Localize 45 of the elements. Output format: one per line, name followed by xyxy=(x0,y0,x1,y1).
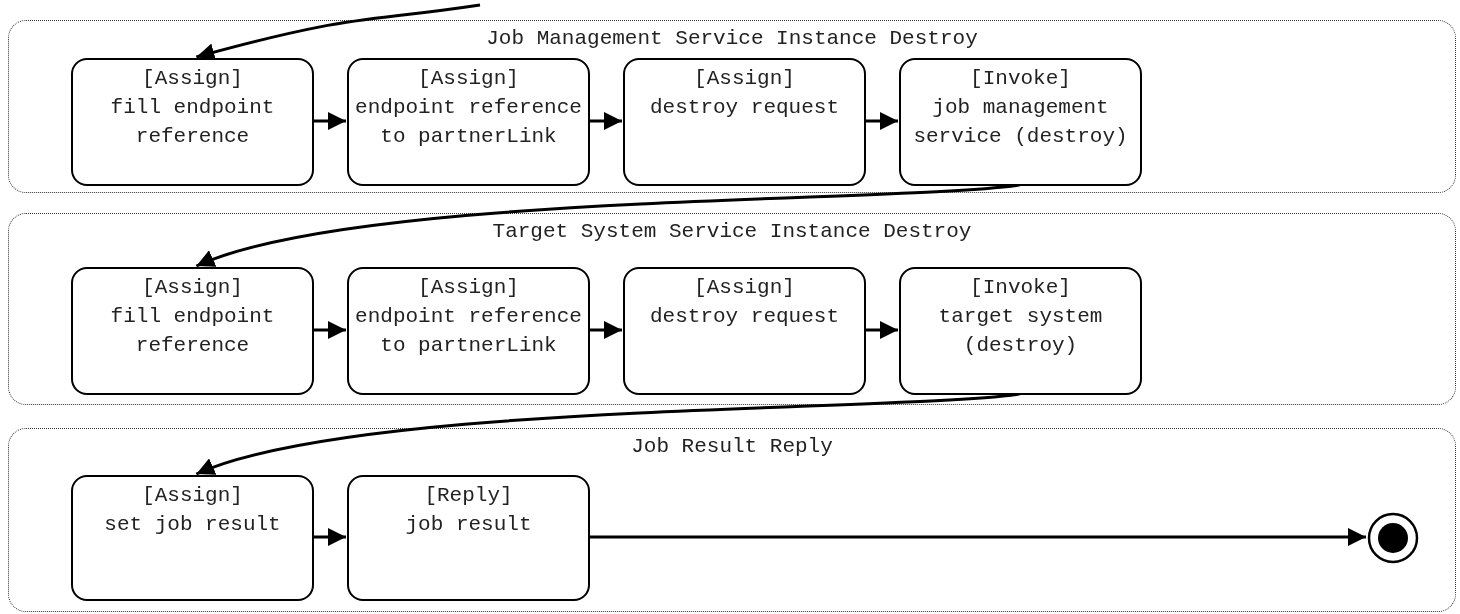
activity-label: job management service (destroy) xyxy=(912,95,1129,150)
activity-type: [Reply] xyxy=(423,483,514,509)
activity-type: [Assign] xyxy=(141,275,244,301)
activity-label: fill endpoint reference xyxy=(109,95,276,150)
activity-type: [Assign] xyxy=(141,483,244,509)
group-title: Job Result Reply xyxy=(630,434,834,460)
activity-label: endpoint reference to partnerLink xyxy=(354,95,583,150)
activity-box xyxy=(899,267,1142,395)
arrow xyxy=(195,392,1020,477)
activity-label: fill endpoint reference xyxy=(109,304,276,359)
activity-box xyxy=(71,58,314,186)
arrow xyxy=(865,321,898,339)
activity-type: [Invoke] xyxy=(969,66,1072,92)
arrow xyxy=(313,321,346,339)
activity-type: [Assign] xyxy=(693,66,796,92)
activity-type: [Invoke] xyxy=(969,275,1072,301)
activity-box xyxy=(71,475,314,601)
activity-type: [Assign] xyxy=(417,66,520,92)
activity-box xyxy=(347,475,590,601)
activity-label: set job result xyxy=(103,512,282,538)
arrow xyxy=(313,112,346,130)
activity-box xyxy=(347,58,590,186)
activity-label: endpoint reference to partnerLink xyxy=(354,304,583,359)
activity-box xyxy=(623,58,866,186)
arrow xyxy=(589,321,622,339)
activity-box xyxy=(623,267,866,395)
activity-label: destroy request xyxy=(649,304,840,330)
arrow xyxy=(589,112,622,130)
activity-label: job result xyxy=(404,512,533,538)
group-title: Job Management Service Instance Destroy xyxy=(485,26,979,52)
activity-type: [Assign] xyxy=(417,275,520,301)
arrow xyxy=(195,3,481,61)
arrow xyxy=(313,528,346,546)
arrow xyxy=(195,183,1020,269)
activity-box xyxy=(71,267,314,395)
group-title: Target System Service Instance Destroy xyxy=(491,219,973,245)
arrow xyxy=(589,528,1366,546)
activity-label: target system (destroy) xyxy=(937,304,1104,359)
activity-type: [Assign] xyxy=(141,66,244,92)
final-state-marker xyxy=(1367,512,1419,564)
arrow xyxy=(865,112,898,130)
activity-label: destroy request xyxy=(649,95,840,121)
activity-box xyxy=(899,58,1142,186)
activity-box xyxy=(347,267,590,395)
activity-type: [Assign] xyxy=(693,275,796,301)
